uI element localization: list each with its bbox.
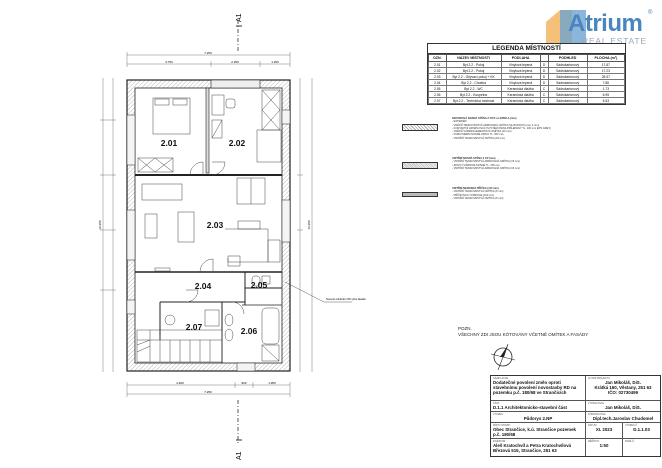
room-labels: 2.01 2.02 2.03 2.04 2.05 2.07 2.06 (161, 138, 268, 336)
interior-walls (135, 87, 282, 363)
section-label-top: A1 (236, 13, 243, 22)
bathroom-fixtures (224, 275, 280, 362)
staircase (136, 309, 223, 363)
room-label-2-01: 2.01 (161, 138, 178, 148)
section-marker-bottom: A1 (236, 400, 243, 460)
section-marker-top: A1 (236, 13, 243, 52)
wall-note-partition: VNITŘNÍ NENOSNÁ PŘÍČKA (115 mm) - VNITŘN… (452, 187, 504, 200)
room-label-2-03: 2.03 (207, 220, 224, 230)
section-label-bottom: A1 (236, 451, 243, 460)
tb-scale: MĚŘÍTKO: 1:50 (586, 439, 623, 456)
furniture-study (211, 89, 282, 163)
col-name: NÁZEV MÍSTNOSTI (445, 54, 502, 62)
col-ozn: OZN. (428, 54, 447, 62)
dim-right-overall: 10.250 (307, 220, 311, 230)
floor-plan: A1 A1 7.250 3.750 2.250 1.250 4.400 900 … (98, 13, 366, 460)
tb-part: ČÁST: D.1.1 Architektonicko-stavební čás… (491, 401, 586, 412)
north-arrow-icon (490, 343, 516, 371)
room-legend-table: LEGENDA MÍSTNOSTÍ OZN. NÁZEV MÍSTNOSTI P… (427, 43, 626, 105)
room-label-2-07: 2.07 (186, 322, 203, 332)
dim-bottom-right: 1.950 (268, 381, 276, 385)
wall-note-exterior: OBVODOVÁ NOSNÁ STĚNA Z CP.K a LEPIDLA (m… (452, 117, 551, 140)
dim-left-overall: 10.250 (98, 220, 102, 230)
col-floor-code (539, 54, 549, 62)
logo-trademark: ® (648, 10, 653, 16)
dim-bottom-left: 4.400 (176, 381, 184, 385)
tb-drawing: VÝKRES: Půdorys 2.NP (491, 412, 586, 423)
wall-swatch-exterior (402, 124, 438, 131)
title-block: NÁZEV AKCE: Dodatečné povolení změn opro… (490, 375, 661, 457)
atrium-logo: Atrium ® REAL ESTATE (540, 6, 662, 46)
door-swings (185, 161, 245, 315)
tb-date: DATUM: XI. 2023 (586, 423, 623, 439)
dimension-lines-bottom (126, 382, 291, 397)
wall-swatch-interior-load (402, 162, 438, 169)
general-note: POZN. VŠECHNY ZDI JSOU KÓTOVÁNY VČETNĚ O… (458, 326, 588, 337)
dim-bottom-overall: 7.250 (204, 390, 212, 394)
note-label: POZN. (458, 326, 472, 331)
dimension-lines-top (126, 52, 291, 67)
dimension-lines-sides (100, 78, 313, 372)
tb-project: NÁZEV AKCE: Dodatečné povolení změn opro… (491, 376, 586, 401)
room-label-2-06: 2.06 (241, 326, 258, 336)
tb-sheet: PARÉ Č.: (625, 440, 636, 443)
col-floor: PODLAHA (500, 54, 541, 62)
logo-house-icon (546, 10, 586, 44)
dim-top-left: 3.750 (165, 60, 173, 64)
tb-checked: KONTROLOVAL: Dipl.tech.Jaroslav Chudomel (586, 412, 660, 423)
furniture-living (141, 177, 281, 272)
col-ceiling: PODHLED (547, 54, 588, 62)
col-area: PLOCHA (m²) (586, 54, 626, 62)
ventilation-annotation: Nucené odvětrání WC přes fasádu (284, 281, 366, 303)
svg-text:Nucené odvětrání WC přes fasád: Nucené odvětrání WC přes fasádu (326, 297, 366, 301)
wall-swatch-partition (402, 192, 438, 197)
room-label-2-04: 2.04 (195, 281, 212, 291)
tb-site: MÍSTO STAVBY: Obec Strančice, k.ú. Stran… (491, 423, 586, 439)
tb-investor: INVESTOR: Aleš Kratochvíl a Petra Kratoc… (491, 439, 586, 456)
legend-title: LEGENDA MÍSTNOSTÍ (428, 44, 625, 54)
tb-author: AUTOR PROJEKTU: Jan Mikoláš, DiS. Krátká… (586, 376, 660, 401)
dim-top-mid: 2.250 (231, 60, 239, 64)
logo-tagline: REAL ESTATE (582, 36, 647, 46)
logo-brand: Atrium (568, 10, 643, 37)
tb-drawn-by: VYPRACOVAL: Jan Mikoláš, DiS. (586, 401, 660, 412)
room-label-2-02: 2.02 (229, 138, 246, 148)
dim-bottom-mid: 900 (241, 381, 246, 385)
wall-note-interior-load: VNITŘNÍ NOSNÁ STĚNA Z CP (mm) - VNITŘNÍ … (452, 157, 521, 170)
dim-top-overall: 7.250 (204, 51, 212, 55)
legend-header-row: OZN. NÁZEV MÍSTNOSTI PODLAHA PODHLED PLO… (428, 54, 626, 62)
dim-top-right: 1.250 (271, 60, 279, 64)
tb-drawing-no: VÝKRES Č.: D.1.1.03 (623, 423, 660, 439)
room-label-2-05: 2.05 (251, 280, 268, 290)
note-text: VŠECHNY ZDI JSOU KÓTOVÁNY VČETNĚ OMÍTEK … (458, 331, 589, 337)
furniture-bedroom (137, 97, 191, 173)
